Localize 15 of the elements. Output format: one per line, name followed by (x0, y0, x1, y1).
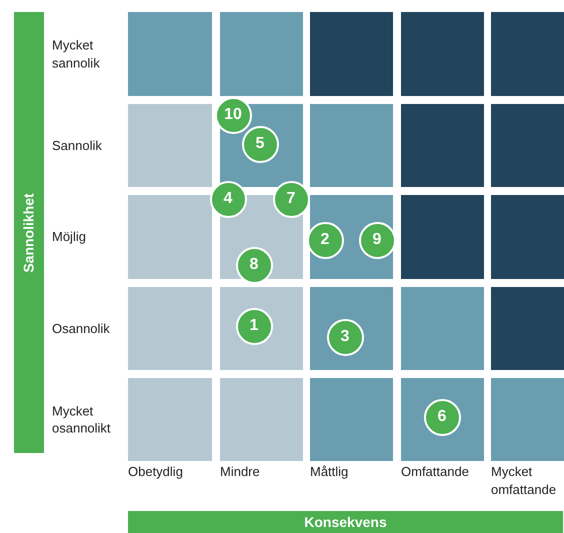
column-label: Måttlig (310, 463, 350, 481)
row-label: Möjlig (52, 228, 87, 246)
row-label: Mycket osannolikt (52, 402, 112, 438)
axis-title: Konsekvens (304, 514, 387, 530)
column-label: Mindre (220, 463, 261, 481)
column-label: Omfattande (401, 463, 470, 481)
column-label: Mycket omfattande (491, 463, 558, 498)
row-label: Osannolik (52, 320, 111, 338)
axis-title-bar (128, 511, 563, 533)
row-label: Sannolik (52, 136, 103, 154)
axis-title: Sannolikhet (21, 192, 37, 272)
row-label: Mycket sannolik (52, 36, 101, 72)
column-label: Obetydlig (128, 463, 184, 481)
risk-marker: 10 (214, 96, 252, 134)
axis-title-bar (14, 12, 44, 453)
